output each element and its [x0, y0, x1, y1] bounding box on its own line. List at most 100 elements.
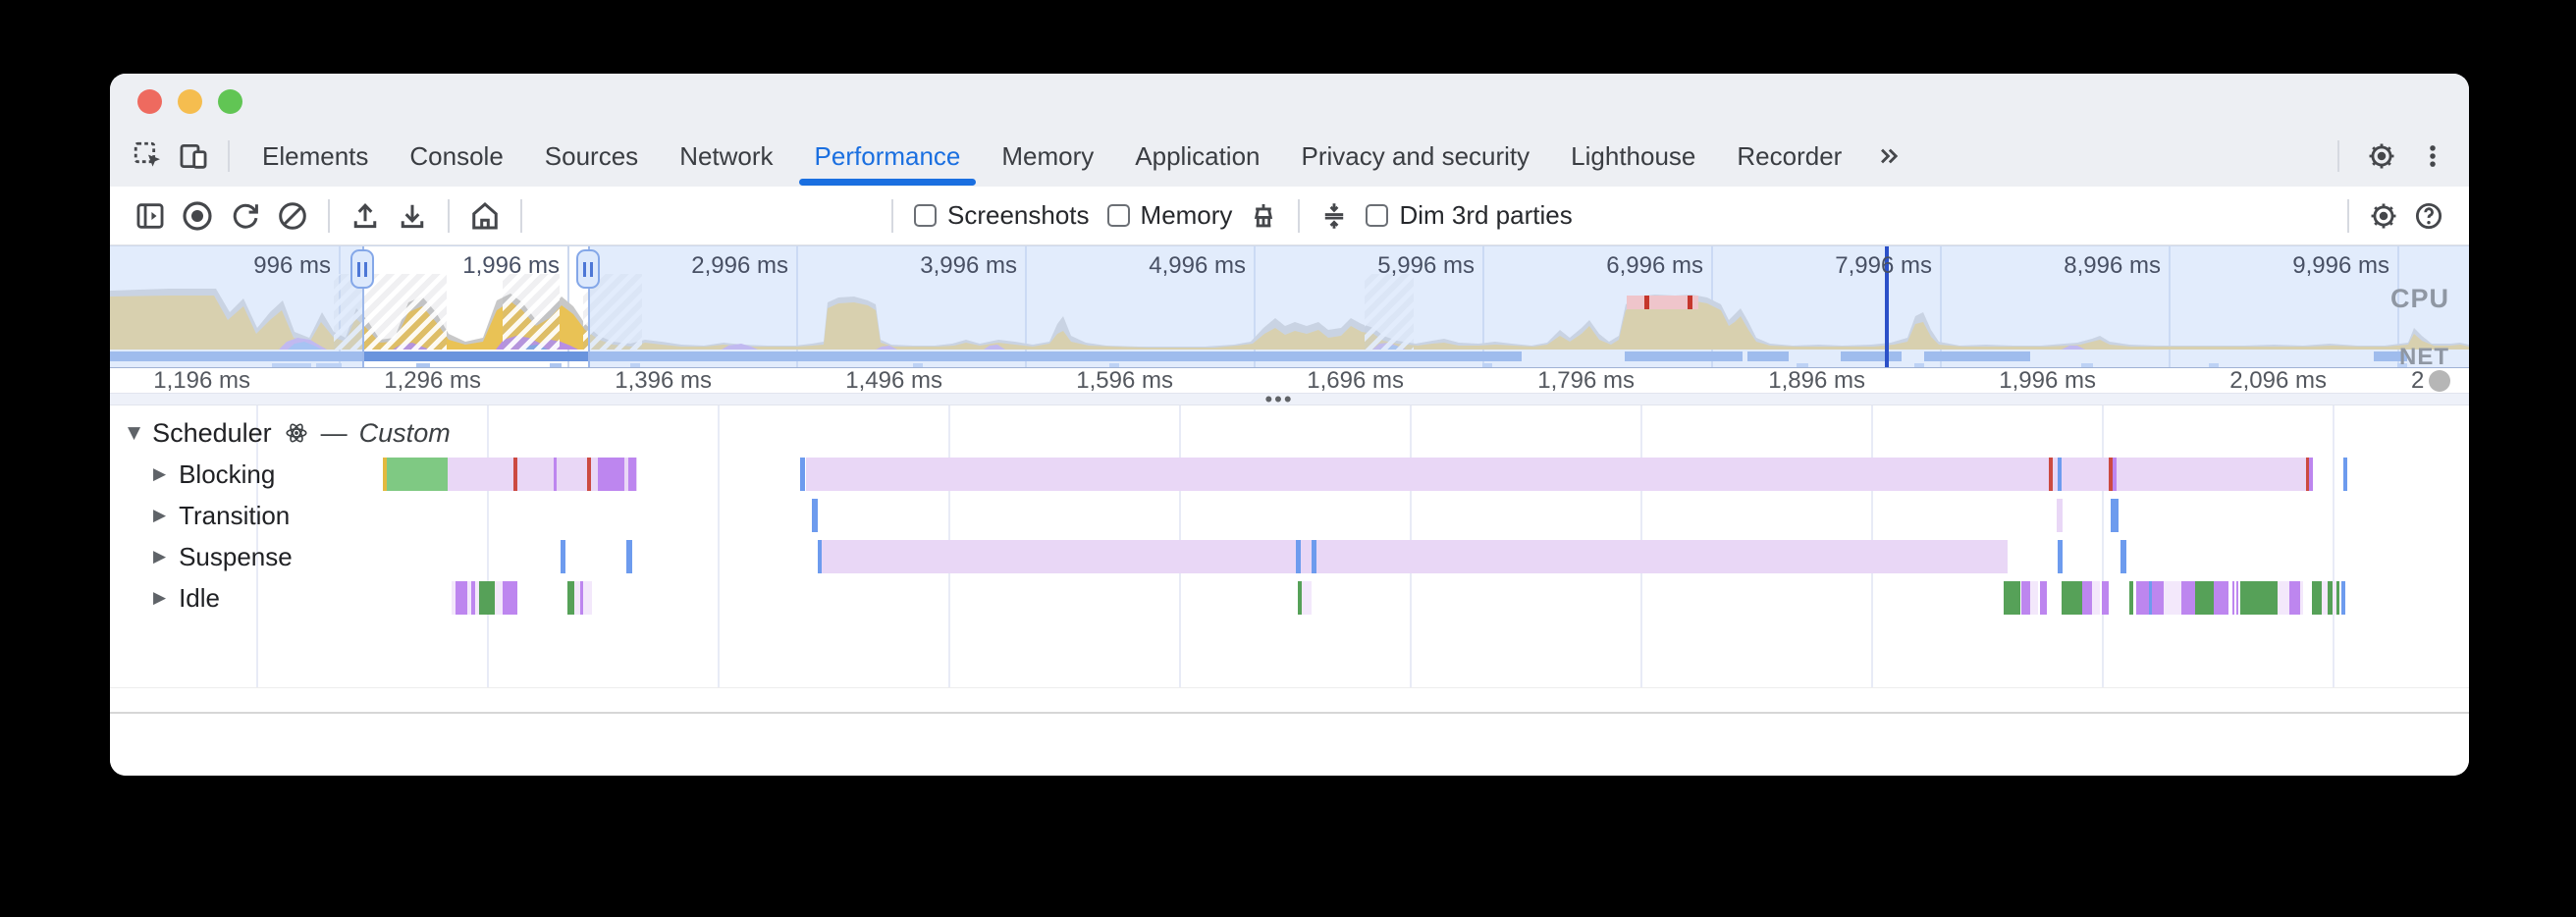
customize-devtools-button[interactable]: [2412, 135, 2453, 177]
flame-bar[interactable]: [2312, 581, 2322, 615]
flame-bar[interactable]: [2164, 581, 2181, 615]
dim-3rd-parties-checkbox[interactable]: Dim 3rd parties: [1366, 200, 1573, 231]
clear-button[interactable]: [269, 194, 316, 238]
screenshots-checkbox[interactable]: Screenshots: [914, 200, 1090, 231]
tab-application[interactable]: Application: [1135, 140, 1261, 171]
flame-bar[interactable]: [479, 581, 495, 615]
flame-bar[interactable]: [2300, 581, 2303, 615]
flame-chart[interactable]: ▼ Scheduler — Custom ▶Blocking▶Transitio…: [110, 405, 2469, 714]
flame-bar[interactable]: [2129, 581, 2133, 615]
flame-bar[interactable]: [1296, 540, 1301, 573]
flame-bar[interactable]: [628, 458, 636, 491]
minimize-window-button[interactable]: [178, 89, 202, 114]
flame-bar[interactable]: [626, 540, 632, 573]
flame-bar[interactable]: [587, 458, 591, 491]
tab-sources[interactable]: Sources: [544, 140, 639, 171]
flame-bar[interactable]: [2214, 581, 2228, 615]
settings-button[interactable]: [2359, 135, 2404, 177]
track-row-idle[interactable]: ▶Idle: [110, 577, 2469, 619]
flame-bar[interactable]: [2236, 581, 2238, 615]
selection-handle-left[interactable]: [350, 249, 374, 289]
flame-bar[interactable]: [2278, 581, 2289, 615]
flame-bar[interactable]: [2111, 499, 2119, 532]
tab-memory[interactable]: Memory: [1001, 140, 1095, 171]
flame-bar[interactable]: [2058, 458, 2062, 491]
flame-bar[interactable]: [1312, 540, 1316, 573]
flame-bar[interactable]: [2021, 581, 2030, 615]
flame-bar[interactable]: [2341, 581, 2345, 615]
flame-bar[interactable]: [2322, 581, 2328, 615]
selection-handle-right[interactable]: [576, 249, 600, 289]
zoom-window-button[interactable]: [218, 89, 242, 114]
flame-bar[interactable]: [1302, 581, 1312, 615]
flame-bar[interactable]: [2195, 581, 2214, 615]
capture-settings-button[interactable]: [2361, 195, 2406, 237]
flame-bar[interactable]: [2058, 540, 2063, 573]
tab-privacy-and-security[interactable]: Privacy and security: [1301, 140, 1530, 171]
expand-arrow-icon[interactable]: ▶: [153, 506, 167, 525]
flame-bar[interactable]: [598, 458, 624, 491]
flame-bar[interactable]: [2240, 581, 2278, 615]
track-row-label-blocking[interactable]: ▶Blocking: [153, 454, 275, 495]
track-row-label-idle[interactable]: ▶Idle: [153, 577, 220, 619]
scroll-indicator-dot[interactable]: [2429, 370, 2450, 392]
track-group-header-scheduler[interactable]: ▼ Scheduler — Custom: [128, 415, 451, 451]
flame-bar[interactable]: [567, 581, 574, 615]
live-metrics-button[interactable]: [461, 194, 509, 238]
flame-bar[interactable]: [2109, 458, 2113, 491]
flame-bar[interactable]: [1298, 581, 1302, 615]
flame-bar[interactable]: [383, 458, 387, 491]
flame-bar[interactable]: [503, 581, 517, 615]
track-row-blocking[interactable]: ▶Blocking: [110, 454, 2469, 495]
flame-bar[interactable]: [806, 458, 2313, 491]
flame-bar[interactable]: [387, 458, 448, 491]
track-row-transition[interactable]: ▶Transition: [110, 495, 2469, 536]
flame-bar[interactable]: [2004, 581, 2020, 615]
flame-bar[interactable]: [2149, 581, 2152, 615]
flame-bar[interactable]: [2136, 581, 2149, 615]
tab-lighthouse[interactable]: Lighthouse: [1571, 140, 1696, 171]
flame-bar[interactable]: [800, 458, 805, 491]
track-row-suspense[interactable]: ▶Suspense: [110, 536, 2469, 577]
flame-bar[interactable]: [2181, 581, 2195, 615]
save-profile-button[interactable]: [389, 194, 436, 238]
flame-bar[interactable]: [452, 581, 456, 615]
record-and-reload-button[interactable]: [222, 194, 269, 238]
tab-console[interactable]: Console: [409, 140, 504, 171]
flame-bar[interactable]: [812, 499, 818, 532]
memory-checkbox[interactable]: Memory: [1106, 200, 1232, 231]
collect-garbage-button[interactable]: [1241, 195, 1286, 237]
flame-bar[interactable]: [561, 540, 565, 573]
help-button[interactable]: [2406, 195, 2451, 237]
flame-bar[interactable]: [471, 581, 475, 615]
flame-bar[interactable]: [2306, 458, 2309, 491]
flame-bar[interactable]: [513, 458, 517, 491]
track-row-label-suspense[interactable]: ▶Suspense: [153, 536, 293, 577]
tab-elements[interactable]: Elements: [262, 140, 369, 171]
flame-bar[interactable]: [2152, 581, 2164, 615]
flame-bar[interactable]: [2309, 458, 2313, 491]
flame-bar[interactable]: [2232, 581, 2234, 615]
tab-performance[interactable]: Performance: [794, 126, 982, 187]
flame-bar[interactable]: [554, 458, 557, 491]
close-window-button[interactable]: [137, 89, 162, 114]
flame-bar[interactable]: [2030, 581, 2038, 615]
load-profile-button[interactable]: [342, 194, 389, 238]
flame-bar[interactable]: [2092, 581, 2100, 615]
flame-bar[interactable]: [818, 540, 822, 573]
record-button[interactable]: [173, 193, 222, 239]
flame-bar[interactable]: [495, 581, 503, 615]
flame-bar[interactable]: [2102, 581, 2109, 615]
shortcuts-dialog-button[interactable]: [1312, 195, 1357, 237]
expand-arrow-icon[interactable]: ▶: [153, 547, 167, 566]
flame-bar[interactable]: [2289, 581, 2300, 615]
flame-bar[interactable]: [2113, 458, 2117, 491]
collapse-arrow-icon[interactable]: ▼: [128, 423, 141, 443]
tab-recorder[interactable]: Recorder: [1737, 140, 1843, 171]
device-toolbar-button[interactable]: [171, 135, 216, 177]
flame-bar[interactable]: [2057, 499, 2063, 532]
more-tabs-button[interactable]: [1862, 135, 1911, 177]
inspect-element-button[interactable]: [126, 135, 171, 177]
flame-bar[interactable]: [580, 581, 583, 615]
